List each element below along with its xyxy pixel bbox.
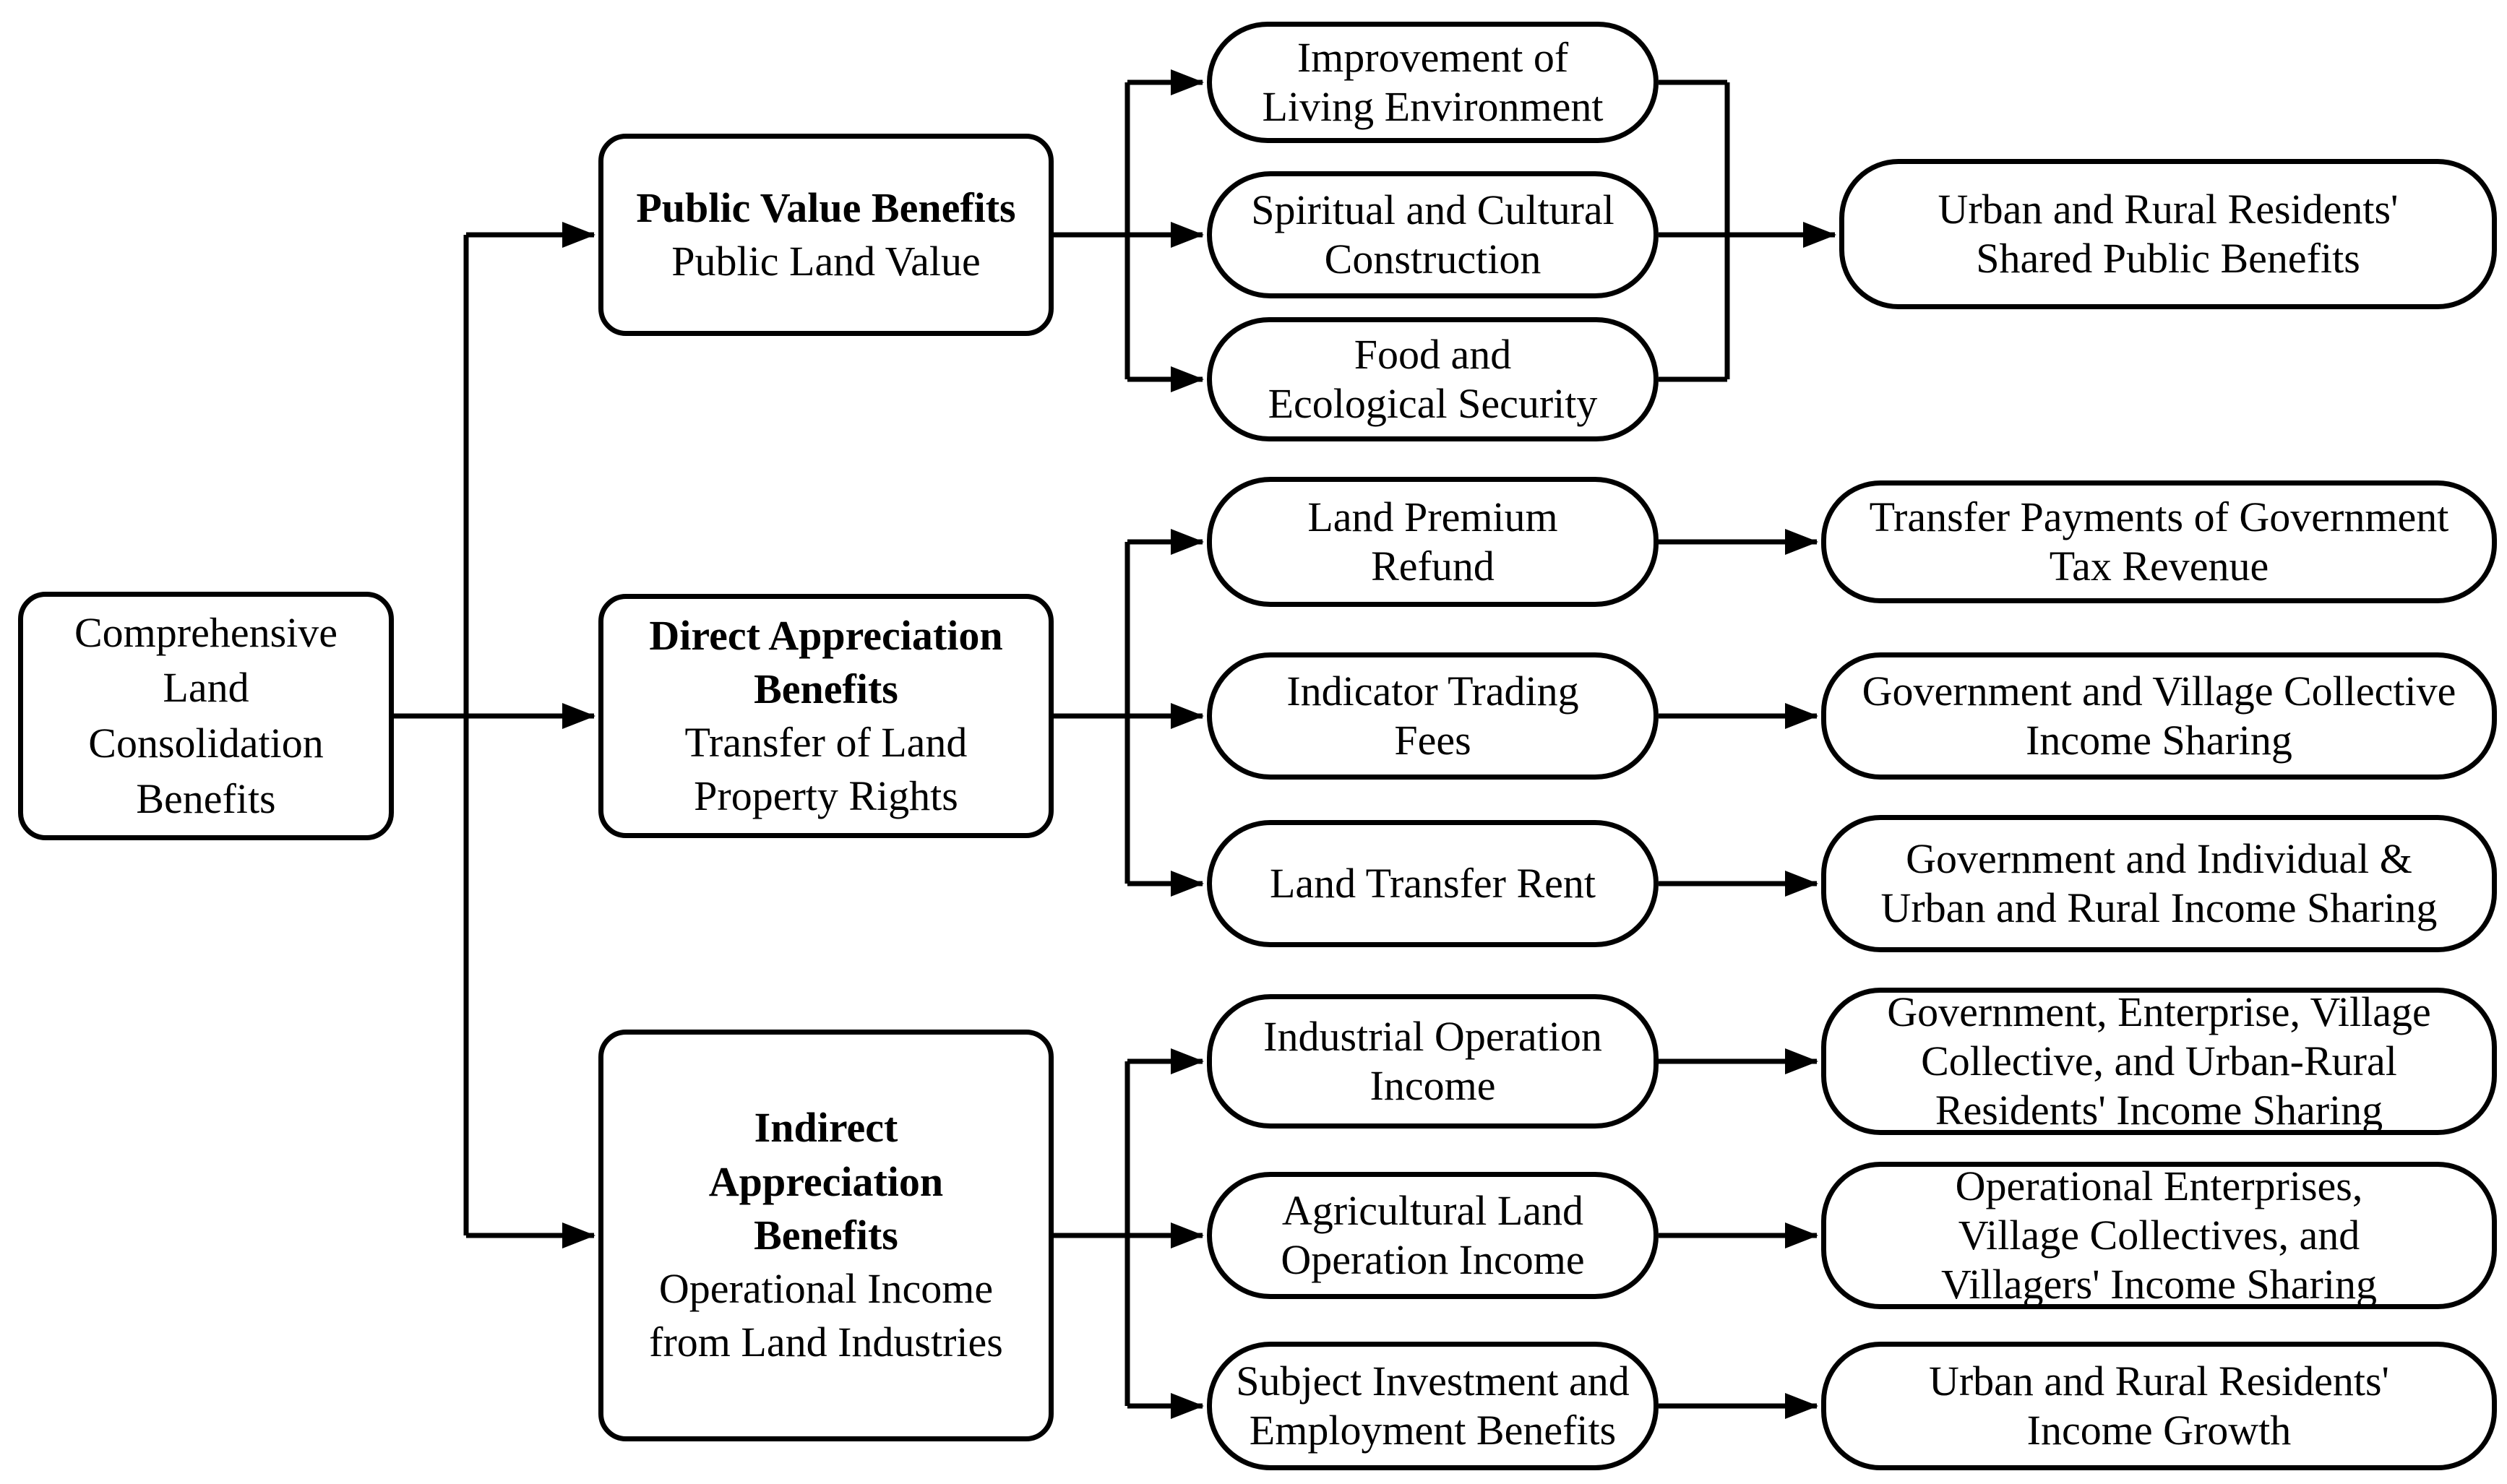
item-label: Food and Ecological Security [1268,331,1598,427]
category-title: Indirect Appreciation Benefits [708,1104,944,1259]
node-land-transfer-rent: Land Transfer Rent [1207,820,1659,947]
item-label: Spiritual and Cultural Construction [1251,186,1614,282]
item-label: Land Premium Refund [1307,493,1558,590]
category-subtitle: Operational Income from Land Industries [649,1265,1003,1366]
node-operational-enterprises-income-sharing: Operational Enterprises, Village Collect… [1821,1162,2497,1309]
outcome-label: Government, Enterprise, Village Collecti… [1887,988,2431,1134]
item-label: Improvement of Living Environment [1262,34,1604,130]
category-subtitle: Public Land Value [671,238,981,285]
item-label: Indicator Trading Fees [1286,668,1579,764]
category-subtitle: Transfer of Land Property Rights [684,719,968,820]
node-improvement-living-environment: Improvement of Living Environment [1207,22,1659,143]
outcome-label: Government and Village Collective Income… [1862,668,2456,764]
node-agricultural-land-operation-income: Agricultural Land Operation Income [1207,1172,1659,1299]
node-spiritual-cultural-construction: Spiritual and Cultural Construction [1207,171,1659,298]
outcome-label: Transfer Payments of Government Tax Reve… [1869,493,2449,590]
category-title: Direct Appreciation Benefits [649,611,1003,712]
node-govt-enterprise-residents-income-sharing: Government, Enterprise, Village Collecti… [1821,988,2497,1135]
outcome-label: Operational Enterprises, Village Collect… [1941,1162,2377,1308]
item-label: Land Transfer Rent [1269,860,1596,907]
node-subject-investment-employment-benefits: Subject Investment and Employment Benefi… [1207,1342,1659,1470]
node-govt-individual-income-sharing: Government and Individual & Urban and Ru… [1821,815,2497,952]
node-shared-public-benefits: Urban and Rural Residents' Shared Public… [1839,159,2497,309]
node-residents-income-growth: Urban and Rural Residents' Income Growth [1821,1342,2497,1470]
node-indirect-appreciation-benefits: Indirect Appreciation Benefits Operation… [598,1030,1054,1441]
node-food-ecological-security: Food and Ecological Security [1207,317,1659,441]
outcome-label: Urban and Rural Residents' Shared Public… [1938,186,2399,282]
node-land-premium-refund: Land Premium Refund [1207,477,1659,607]
outcome-label: Urban and Rural Residents' Income Growth [1928,1358,2390,1454]
node-direct-appreciation-benefits: Direct Appreciation Benefits Transfer of… [598,594,1054,838]
node-transfer-payments-tax-revenue: Transfer Payments of Government Tax Reve… [1821,480,2497,603]
category-title: Public Value Benefits [636,184,1016,231]
node-public-value-benefits: Public Value Benefits Public Land Value [598,134,1054,336]
node-root-label: Comprehensive Land Consolidation Benefit… [74,608,338,822]
node-root: Comprehensive Land Consolidation Benefit… [18,592,394,840]
item-label: Industrial Operation Income [1263,1013,1602,1109]
node-govt-village-income-sharing: Government and Village Collective Income… [1821,652,2497,780]
node-industrial-operation-income: Industrial Operation Income [1207,994,1659,1129]
item-label: Agricultural Land Operation Income [1281,1187,1585,1283]
item-label: Subject Investment and Employment Benefi… [1236,1358,1630,1454]
node-indicator-trading-fees: Indicator Trading Fees [1207,652,1659,780]
outcome-label: Government and Individual & Urban and Ru… [1880,835,2438,931]
